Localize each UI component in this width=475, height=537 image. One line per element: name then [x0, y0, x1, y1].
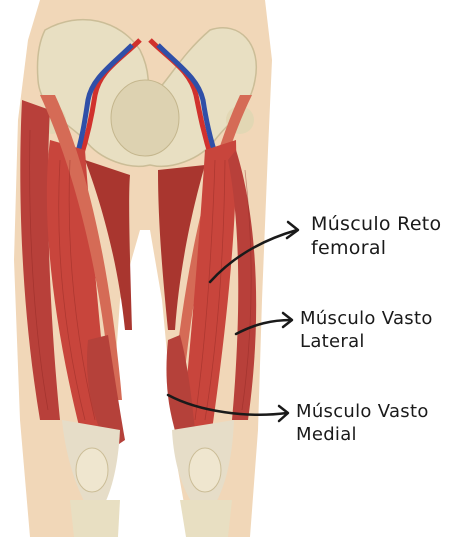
left-patella	[76, 448, 108, 492]
label-vastus-medialis: Músculo Vasto Medial	[296, 400, 429, 446]
arrowhead-rectus-femoris	[287, 222, 298, 238]
right-patella	[189, 448, 221, 492]
right-tibia	[180, 500, 232, 537]
label-vastus-lateralis: Músculo Vasto Lateral	[300, 307, 433, 353]
label-rectus-femoris: Músculo Reto femoral	[311, 212, 441, 260]
sacrum	[111, 80, 179, 156]
left-tibia	[70, 500, 120, 537]
